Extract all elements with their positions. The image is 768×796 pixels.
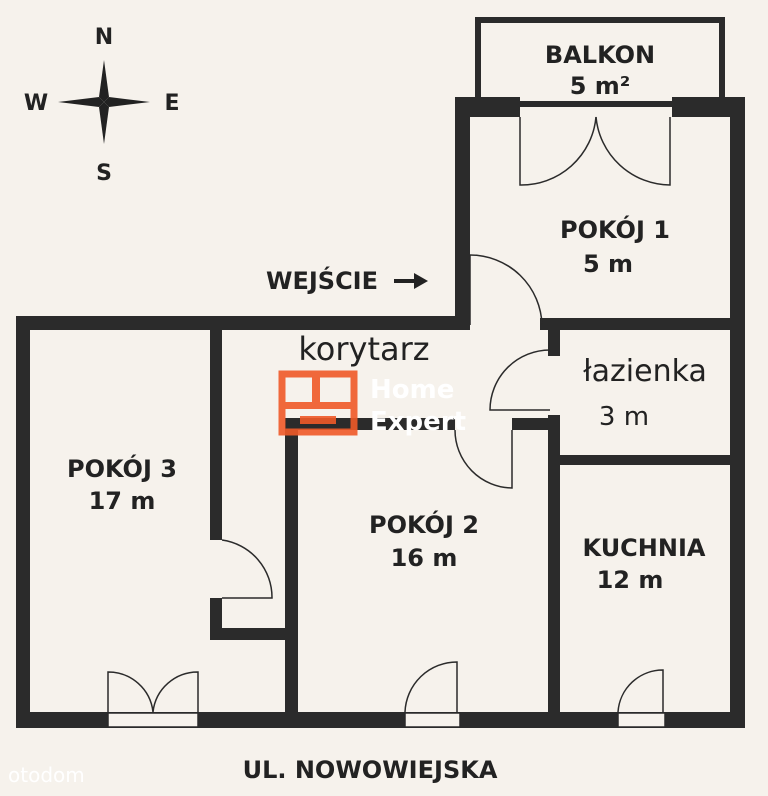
lazienka-name: łazienka	[583, 354, 707, 389]
entrance-label: WEJŚCIE	[266, 265, 378, 295]
bathroom-door	[489, 349, 551, 411]
balcony-door-left	[519, 116, 597, 186]
otodom-logo: otodom	[8, 763, 85, 787]
pokoj1-name: POKÓJ 1	[560, 214, 670, 244]
kuchnia-name: KUCHNIA	[583, 534, 706, 562]
watermark-line2: Expert	[370, 407, 466, 437]
doors	[107, 116, 671, 728]
balkon-name: BALKON	[545, 41, 655, 69]
room2-door	[454, 429, 513, 489]
balcony-railing	[475, 17, 725, 107]
compass-south: S	[96, 161, 112, 186]
compass-icon: N S E W	[24, 25, 180, 186]
lazienka-area: 3 m	[599, 402, 649, 432]
kitchen-window	[617, 669, 664, 713]
compass-west: W	[24, 91, 48, 116]
compass-east: E	[164, 91, 179, 116]
pokoj3-name: POKÓJ 3	[67, 453, 177, 483]
korytarz-name: korytarz	[298, 330, 429, 368]
pokoj2-area: 16 m	[391, 544, 458, 572]
room2-window	[404, 661, 458, 713]
kuchnia-area: 12 m	[597, 566, 664, 594]
pokoj1-area: 5 m	[583, 250, 633, 278]
room3-door	[221, 539, 273, 599]
home-expert-logo	[278, 370, 358, 436]
entrance-door	[469, 254, 543, 326]
pokoj3-area: 17 m	[89, 487, 156, 515]
room3-window	[107, 671, 199, 713]
compass-north: N	[95, 25, 113, 50]
balkon-area: 5 m²	[570, 72, 631, 100]
arrow-right-icon	[394, 273, 428, 289]
pokoj2-name: POKÓJ 2	[369, 509, 479, 539]
watermark-line1: Home	[370, 375, 454, 405]
street-name: UL. NOWOWIEJSKA	[243, 756, 498, 784]
